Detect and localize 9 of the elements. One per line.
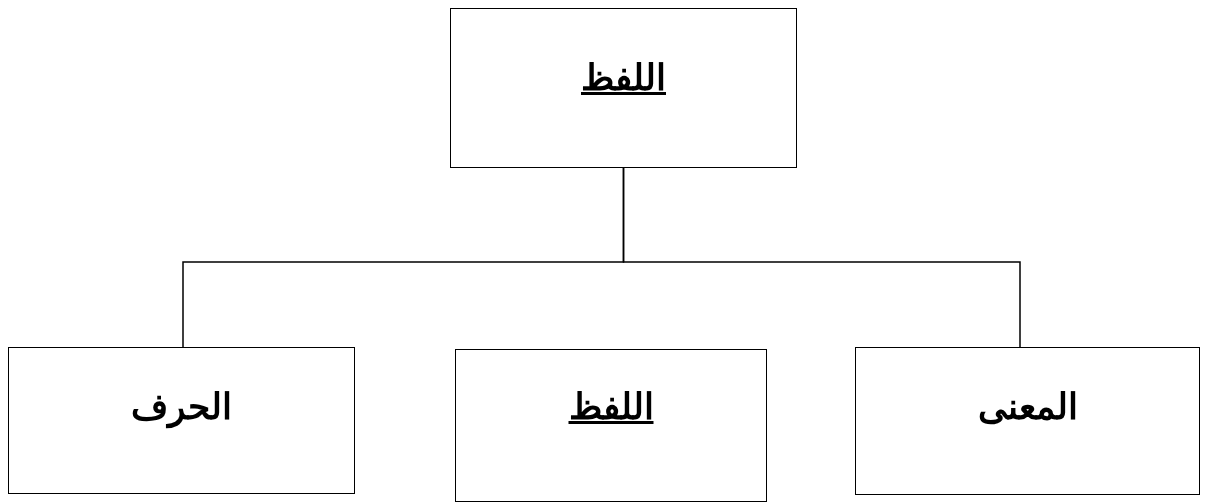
text-box xyxy=(450,8,797,168)
connector-line xyxy=(622,167,1021,348)
text-box xyxy=(855,347,1200,495)
box-label: اللفظ xyxy=(581,57,666,99)
text-box xyxy=(455,349,767,502)
box-label: الحرف xyxy=(131,386,232,428)
box-label: اللفظ xyxy=(568,386,654,428)
text-box xyxy=(8,347,355,494)
box-label: المعنى xyxy=(977,386,1078,428)
